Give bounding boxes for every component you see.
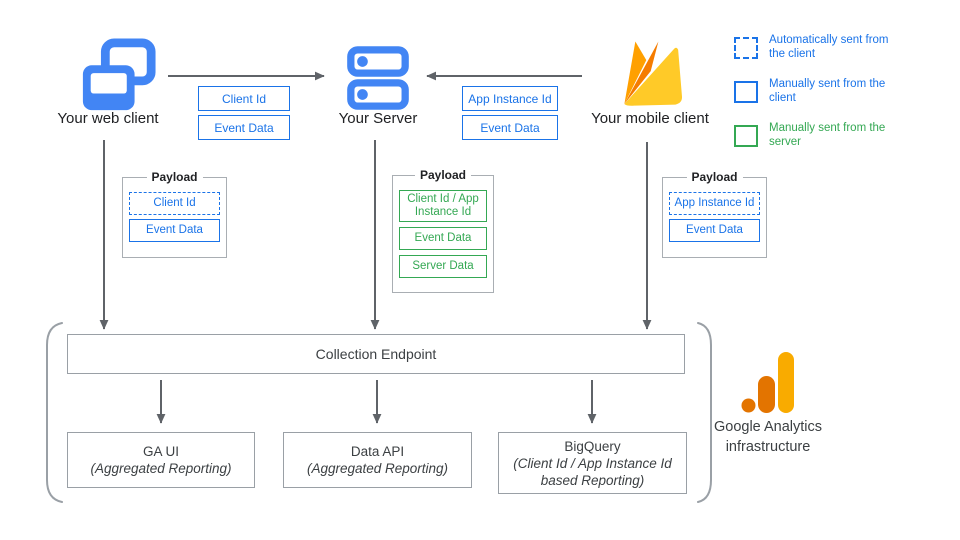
tag-event-data: Event Data	[462, 115, 558, 140]
web-to-server-tags: Client Id Event Data	[198, 86, 290, 140]
google-analytics-infrastructure-label: Google Analytics infrastructure	[713, 419, 822, 455]
mobile-client-label: Your mobile client	[591, 110, 709, 127]
web-payload-box: Payload Client Id Event Data	[122, 170, 227, 258]
left-bracket	[46, 322, 63, 503]
data-api-subtitle: (Aggregated Reporting)	[306, 461, 449, 476]
payload-title: Payload	[686, 170, 743, 184]
payload-item-server-data: Server Data	[399, 255, 487, 278]
ga-ui-title: GA UI	[142, 444, 179, 459]
solid-blue-swatch-icon	[734, 80, 758, 103]
payload-item-client-id: Client Id	[129, 192, 220, 215]
right-bracket	[697, 322, 712, 503]
tag-event-data: Event Data	[198, 115, 290, 140]
web-client-icon	[79, 37, 157, 115]
ga-ui-subtitle: (Aggregated Reporting)	[90, 461, 232, 476]
payload-title: Payload	[414, 168, 472, 182]
legend-label: Automatically sent from the client	[769, 34, 889, 60]
payload-item-app-instance-id: App Instance Id	[669, 192, 760, 215]
server-payload-box: Payload Client Id / App Instance Id Even…	[392, 168, 494, 293]
mobile-payload-box: Payload App Instance Id Event Data	[662, 170, 767, 258]
legend-item-manual-client: Manually sent from the client	[734, 78, 891, 105]
bigquery-subtitle: (Client Id / App Instance Id based Repor…	[513, 455, 672, 488]
server-icon	[345, 45, 411, 111]
solid-green-swatch-icon	[734, 124, 758, 147]
legend-item-auto-client: Automatically sent from the client	[734, 34, 891, 61]
payload-item-event-data: Event Data	[399, 227, 487, 250]
collection-endpoint-label: Collection Endpoint	[315, 346, 437, 362]
collection-endpoint-box: Collection Endpoint	[67, 334, 685, 374]
server-label: Your Server	[338, 110, 418, 127]
bigquery-title: BigQuery	[564, 438, 621, 454]
data-api-box: Data API (Aggregated Reporting)	[283, 432, 472, 488]
payload-item-event-data: Event Data	[669, 219, 760, 242]
google-analytics-logo-icon	[741, 351, 794, 413]
legend-label: Manually sent from the server	[769, 122, 886, 148]
data-api-title: Data API	[350, 444, 405, 459]
dashed-blue-swatch-icon	[734, 36, 758, 59]
payload-title: Payload	[146, 170, 203, 184]
firebase-icon	[618, 36, 690, 115]
legend-label: Manually sent from the client	[769, 78, 886, 104]
mobile-to-server-tags: App Instance Id Event Data	[462, 86, 558, 140]
web-client-label: Your web client	[57, 110, 159, 127]
tag-client-id: Client Id	[198, 86, 290, 111]
bigquery-box: BigQuery (Client Id / App Instance Id ba…	[498, 432, 687, 494]
payload-item-event-data: Event Data	[129, 219, 220, 242]
payload-item-client-or-app-id: Client Id / App Instance Id	[399, 190, 487, 222]
ga-ui-box: GA UI (Aggregated Reporting)	[67, 432, 255, 488]
tag-app-instance-id: App Instance Id	[462, 86, 558, 111]
legend: Automatically sent from the client Manua…	[734, 34, 891, 149]
legend-item-manual-server: Manually sent from the server	[734, 122, 891, 149]
